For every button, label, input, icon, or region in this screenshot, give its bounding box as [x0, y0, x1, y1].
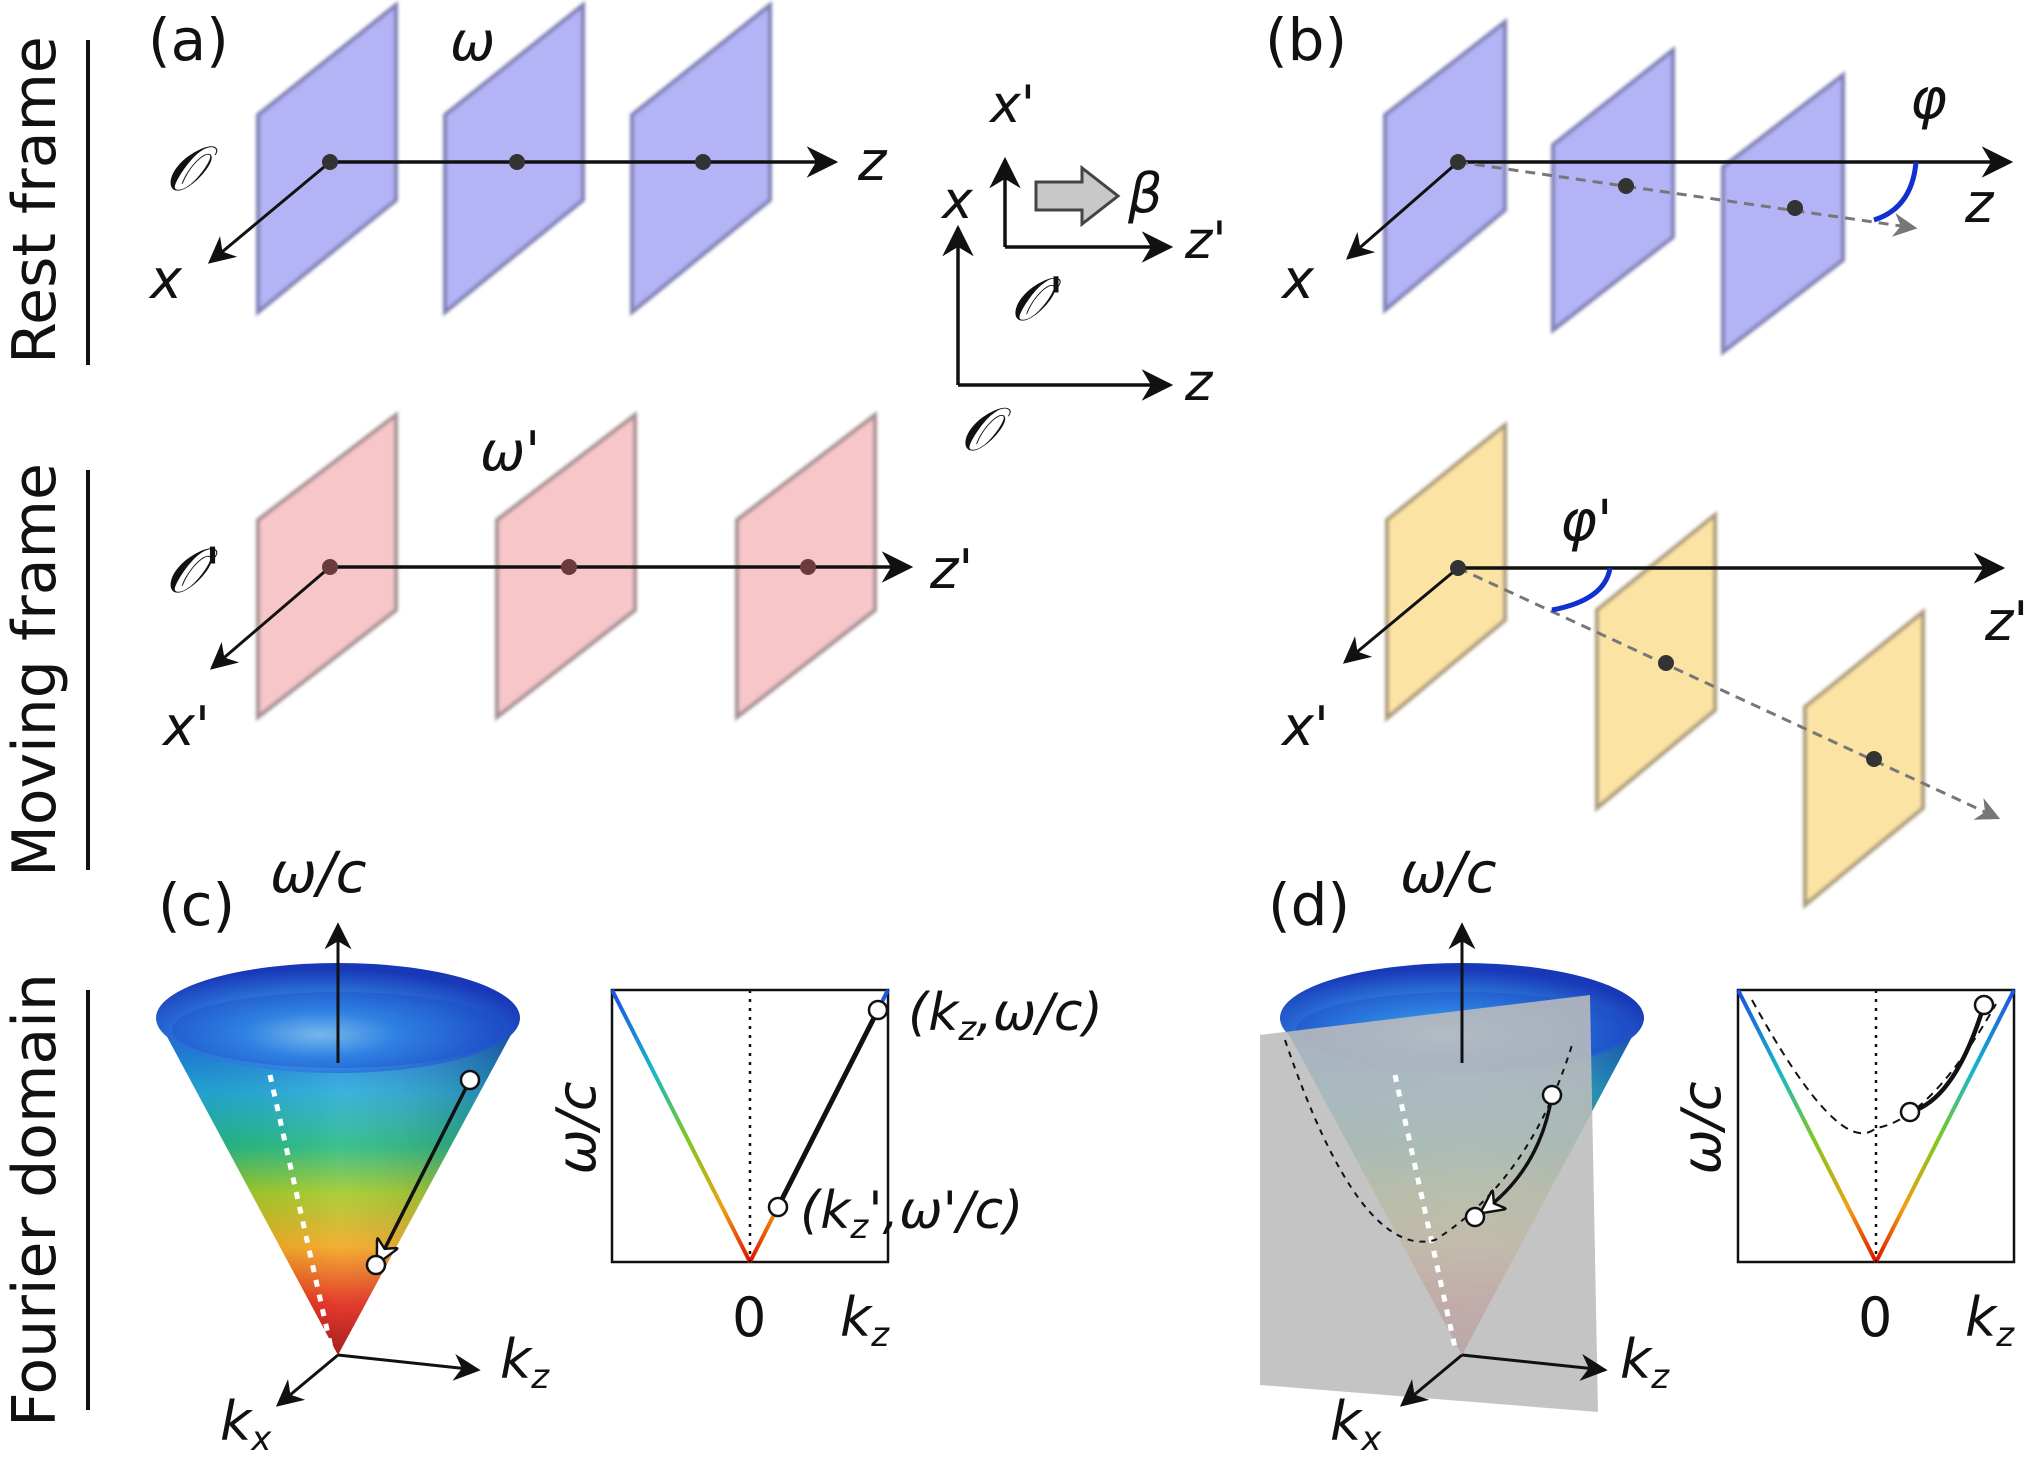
svg-text:Moving frame: Moving frame	[0, 463, 70, 877]
cone-axes-d	[1399, 922, 1608, 1407]
plot-ylabel: ω/c	[1670, 1081, 1733, 1174]
spectral-plane	[1260, 995, 1598, 1412]
wave-plane	[1383, 17, 1507, 315]
panel-tag-a: (a)	[148, 6, 229, 74]
plot-zero-label: 0	[1858, 1286, 1892, 1349]
panel-tag-c: (c)	[158, 871, 235, 939]
svg-text:Fourier domain: Fourier domain	[0, 973, 70, 1427]
origin-label: 𝒪	[165, 132, 218, 205]
kx-axis-label: kx	[1330, 1390, 1382, 1459]
light-cone-d	[1260, 963, 1644, 1412]
z-prime-axis-label: z'	[929, 538, 973, 601]
panel-a-axes	[207, 146, 839, 264]
point-moving	[767, 1196, 789, 1218]
panel-tag-d: (d)	[1268, 871, 1350, 939]
point-moving	[1899, 1101, 1921, 1123]
dispersion-plot-c	[610, 988, 890, 1264]
row-title-rest: Rest frame	[0, 36, 90, 365]
omega-axis-label: ω/c	[270, 841, 367, 906]
dispersion-plot-d	[1736, 988, 2016, 1264]
plot-kz-label: kz	[1965, 1286, 2015, 1355]
hyperbola	[1751, 999, 1997, 1135]
frame-z-label: z	[1184, 353, 1214, 413]
plot-kz-label: kz	[840, 1286, 890, 1355]
frame-x-prime-label: x'	[988, 75, 1035, 135]
conic-section	[1284, 1039, 1573, 1243]
frame-origin-prime-label: 𝒪'	[1010, 265, 1064, 335]
omega-prime-label: ω'	[480, 420, 540, 483]
wave-plane	[1595, 510, 1717, 813]
panel-b-axes	[1345, 146, 2014, 260]
frame-z-prime-label: z'	[1184, 211, 1227, 271]
z-axis-label: z	[1964, 172, 1995, 235]
plot-zero-label: 0	[732, 1286, 766, 1349]
kz-axis-label: kz	[500, 1328, 550, 1397]
light-line-left	[610, 989, 752, 1263]
omega-axis-label: ω/c	[1400, 841, 1497, 906]
row-title-fourier: Fourier domain	[0, 973, 90, 1427]
x-prime-axis-label: x'	[161, 695, 210, 758]
kz-axis-label: kz	[1620, 1328, 1670, 1397]
angle-arc	[1873, 161, 1919, 223]
velocity-arrow	[1034, 164, 1121, 228]
panel-b-planes	[1383, 17, 1845, 357]
wave-plane	[1803, 607, 1925, 910]
phi-prime-label: φ'	[1560, 489, 1612, 554]
z-axis-label: z	[857, 130, 888, 193]
angle-arc	[1551, 567, 1613, 613]
x-axis-label: x	[1280, 248, 1315, 311]
light-cone-c	[156, 963, 520, 1355]
origin-prime-label: 𝒪'	[165, 534, 221, 607]
beta-label: β	[1127, 162, 1162, 225]
frame-origin-label: 𝒪	[960, 395, 1012, 465]
x-prime-axis-label: x'	[1280, 695, 1329, 758]
frame-x-label: x	[940, 171, 974, 231]
wave-plane	[1721, 70, 1845, 357]
panel-b-moving-planes	[1385, 420, 1925, 910]
phi-label: φ	[1910, 67, 1947, 132]
panel-a-moving-axes	[209, 551, 914, 670]
omega-label: ω	[450, 10, 495, 73]
point-rest	[867, 999, 889, 1021]
frame-diagram	[942, 156, 1174, 401]
z-prime-axis-label: z'	[1984, 590, 2028, 653]
point-moving-label: (kz',ω'/c)	[800, 1181, 1023, 1247]
panel-b-moving-axes	[1342, 552, 2006, 820]
light-line-left	[1736, 989, 1878, 1263]
svg-text:Rest frame: Rest frame	[0, 36, 70, 364]
row-title-moving: Moving frame	[0, 463, 90, 877]
x-axis-label: x	[148, 248, 183, 311]
light-line-right	[1874, 989, 2016, 1263]
wave-plane	[1385, 420, 1507, 723]
wave-plane	[1551, 45, 1675, 335]
kx-axis-label: kx	[220, 1390, 272, 1459]
panel-tag-b: (b)	[1265, 6, 1347, 74]
plot-ylabel: ω/c	[545, 1081, 608, 1174]
point-rest	[1973, 994, 1995, 1016]
point-rest-label: (kz,ω/c)	[908, 983, 1103, 1049]
transform-path	[1909, 1004, 1987, 1115]
transform-path	[775, 1008, 881, 1209]
cone-axes-c	[275, 922, 481, 1407]
